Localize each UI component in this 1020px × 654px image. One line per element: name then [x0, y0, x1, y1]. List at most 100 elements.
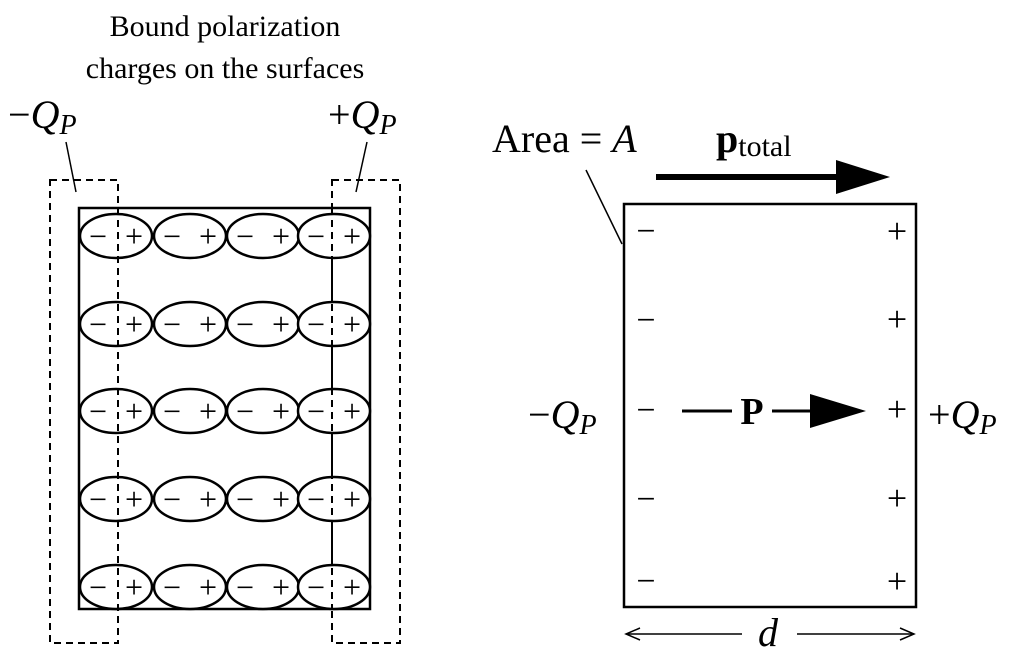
dipole: −+ [152, 387, 228, 435]
dipole-plus-sign: + [199, 218, 217, 254]
dipole-ellipse [296, 212, 372, 260]
d-label: d [758, 610, 779, 654]
dipole: −+ [225, 475, 301, 523]
pos-qp-label-right: +QP [928, 392, 997, 441]
neg-qp-label: −QP [8, 92, 77, 141]
polarization-arrow-head [810, 394, 866, 428]
dipole: −+ [152, 300, 228, 348]
dipole: −+ [152, 475, 228, 523]
dipole: −+ [152, 563, 228, 611]
dipole-ellipse [78, 300, 154, 348]
polarization-label: P [740, 391, 763, 433]
dipole: −+ [152, 212, 228, 260]
dipole-ellipse [78, 387, 154, 435]
dipole: −+ [296, 300, 372, 348]
dipole: −+ [296, 563, 372, 611]
dipole-minus-sign: − [307, 218, 325, 254]
dipole-minus-sign: − [89, 481, 107, 517]
dipole-minus-sign: − [236, 393, 254, 429]
dipole-plus-sign: + [343, 218, 361, 254]
dipole-plus-sign: + [272, 393, 290, 429]
dipole-ellipse [78, 563, 154, 611]
caption-line-1: Bound polarization [110, 10, 341, 43]
dipole-minus-sign: − [236, 481, 254, 517]
area-label: Area = A [492, 116, 637, 161]
dipole-plus-sign: + [343, 569, 361, 605]
dipole-plus-sign: + [199, 481, 217, 517]
dipole-minus-sign: − [236, 218, 254, 254]
dipole-minus-sign: − [89, 393, 107, 429]
negative-surface-charges: − − − − − [636, 213, 655, 600]
dipole: −+ [78, 212, 154, 260]
dipole-minus-sign: − [163, 306, 181, 342]
dipole-ellipse [296, 300, 372, 348]
dipole-minus-sign: − [307, 393, 325, 429]
dipole-ellipse [296, 563, 372, 611]
dipole: −+ [296, 212, 372, 260]
dipole-plus-sign: + [199, 569, 217, 605]
dipole-plus-sign: + [199, 393, 217, 429]
dipole-plus-sign: + [125, 218, 143, 254]
dipole: −+ [78, 300, 154, 348]
ptotal-arrow-head [836, 160, 890, 194]
dipole: −+ [225, 212, 301, 260]
dipole-plus-sign: + [199, 306, 217, 342]
dipole-plus-sign: + [343, 306, 361, 342]
dipole: −+ [78, 387, 154, 435]
plus-sign: + [887, 389, 907, 429]
dipole-ellipse [78, 475, 154, 523]
plus-sign: + [887, 561, 907, 601]
d-arrowhead-right [899, 627, 916, 641]
dipole-ellipse [296, 387, 372, 435]
dipole-plus-sign: + [125, 481, 143, 517]
dipole-plus-sign: + [272, 306, 290, 342]
dipole-plus-sign: + [343, 393, 361, 429]
minus-sign: − [636, 563, 655, 600]
dipole: −+ [225, 563, 301, 611]
dipole-minus-sign: − [89, 569, 107, 605]
dipole-plus-sign: + [272, 481, 290, 517]
dipole: −+ [296, 475, 372, 523]
caption-line-2: charges on the surfaces [86, 52, 365, 85]
plus-sign: + [887, 299, 907, 339]
minus-sign: − [636, 392, 655, 429]
dipole-plus-sign: + [125, 306, 143, 342]
area-leader [585, 169, 623, 245]
dipole-plus-sign: + [272, 218, 290, 254]
dipole-minus-sign: − [89, 306, 107, 342]
dipole: −+ [225, 300, 301, 348]
positive-surface-charges: + + + + + [887, 211, 907, 601]
dipole-minus-sign: − [163, 481, 181, 517]
dipole-minus-sign: − [89, 218, 107, 254]
dipole-grid: −+−+−+−+−+−+−+−+−+−+−+−+−+−+−+−+−+−+−+−+ [78, 208, 372, 611]
dipole: −+ [78, 475, 154, 523]
polarized-slab [622, 202, 918, 609]
d-arrowhead-left [624, 627, 641, 641]
left-surface-dashed-box [49, 179, 119, 644]
dipole-minus-sign: − [307, 569, 325, 605]
dipole-plus-sign: + [272, 569, 290, 605]
left-panel: Bound polarization charges on the surfac… [8, 10, 401, 644]
pos-qp-leader [355, 141, 368, 193]
dipole: −+ [78, 563, 154, 611]
plus-sign: + [887, 478, 907, 518]
dipole-minus-sign: − [163, 393, 181, 429]
dipole: −+ [225, 387, 301, 435]
dipole-minus-sign: − [163, 569, 181, 605]
plus-sign: + [887, 211, 907, 251]
neg-qp-leader [65, 141, 77, 193]
ptotal-label: ptotal [716, 116, 792, 163]
dipole-plus-sign: + [125, 569, 143, 605]
dipole-minus-sign: − [236, 569, 254, 605]
dipole-minus-sign: − [307, 481, 325, 517]
dipole-minus-sign: − [307, 306, 325, 342]
pos-qp-label: +QP [328, 92, 397, 141]
minus-sign: − [636, 481, 655, 518]
dipole-plus-sign: + [125, 393, 143, 429]
dipole-ellipse [296, 475, 372, 523]
minus-sign: − [636, 302, 655, 339]
dipole: −+ [296, 387, 372, 435]
dipole-minus-sign: − [163, 218, 181, 254]
minus-sign: − [636, 213, 655, 250]
